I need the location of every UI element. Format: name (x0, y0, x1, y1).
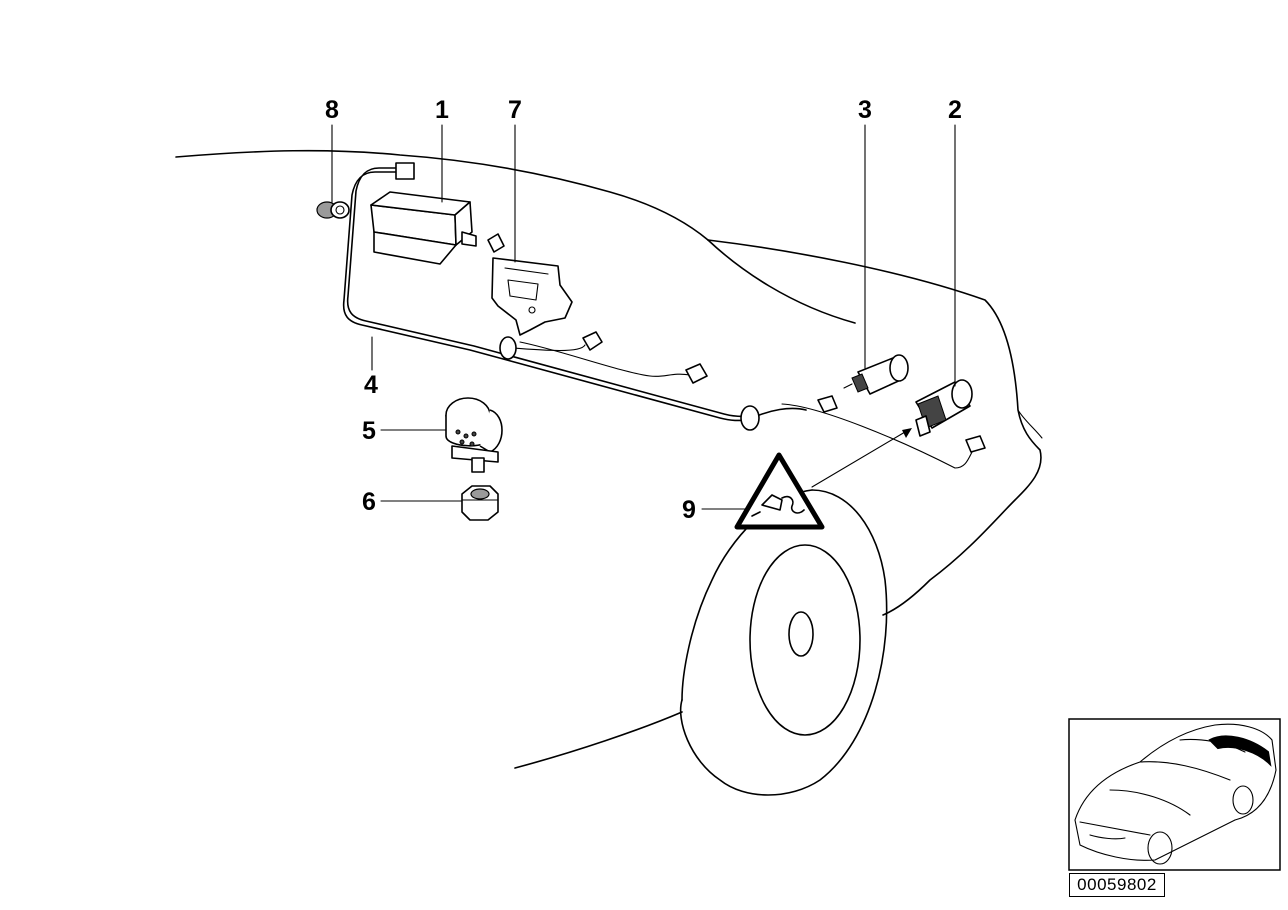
diagram-reference-number: 00059802 (1069, 873, 1165, 897)
wiring-harness (342, 167, 986, 469)
leader-lines (331, 124, 956, 510)
callout-2: 2 (948, 96, 962, 124)
callout-8: 8 (325, 96, 339, 124)
ultrasonic-sensor-inner (843, 354, 909, 395)
grommet-clip (316, 201, 350, 219)
gong-buzzer (445, 397, 503, 473)
callout-7: 7 (508, 96, 522, 124)
warning-symbol (734, 428, 912, 530)
callout-3: 3 (858, 96, 872, 124)
inset-car-outline (1074, 723, 1277, 865)
callout-9: 9 (682, 496, 696, 524)
mounting-bracket (491, 257, 573, 336)
callout-labels: 8 1 7 3 2 4 5 6 9 (325, 96, 962, 524)
car-body-outline (175, 149, 1043, 796)
inset-highlight-rear-bumper (1208, 735, 1272, 767)
ultrasonic-sensor-outer (915, 379, 973, 437)
locator-inset (1068, 718, 1281, 871)
callout-5: 5 (362, 417, 376, 445)
callout-1: 1 (435, 96, 449, 124)
callout-4: 4 (364, 371, 378, 399)
hex-nut (461, 485, 499, 521)
callout-6: 6 (362, 488, 376, 516)
control-unit (370, 162, 477, 265)
